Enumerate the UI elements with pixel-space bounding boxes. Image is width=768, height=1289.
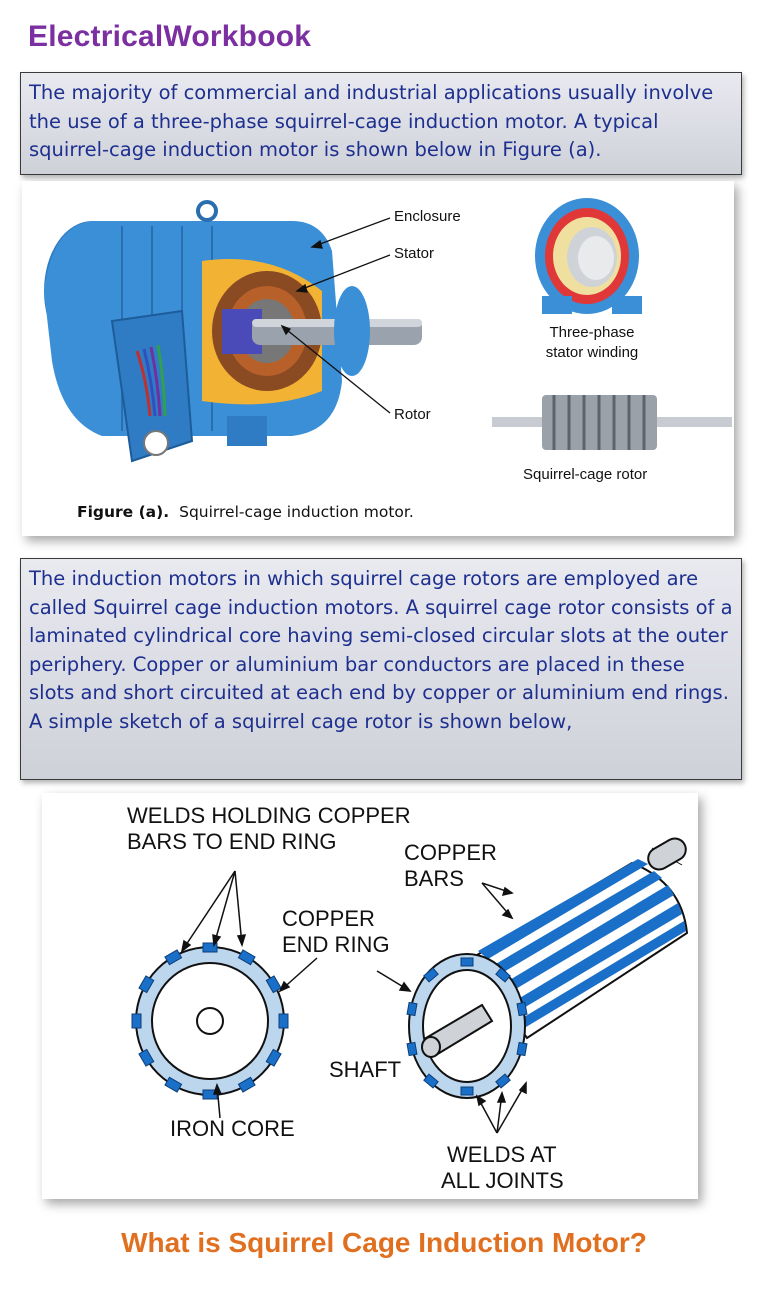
- label-welds-holding-1: WELDS HOLDING COPPER: [127, 803, 411, 828]
- brand-logo-text: ElectricalWorkbook: [28, 20, 312, 53]
- label-enclosure: Enclosure: [394, 208, 461, 225]
- label-welds-at-1: WELDS AT: [447, 1142, 557, 1167]
- label-squirrel-cage-rotor: Squirrel-cage rotor: [523, 466, 648, 483]
- caption-text: Squirrel-cage induction motor.: [179, 503, 414, 521]
- label-copper-end-ring-2: END RING: [282, 932, 390, 957]
- description-text-box: The induction motors in which squirrel c…: [20, 558, 742, 780]
- label-stator-winding-1: Three-phase: [549, 324, 635, 341]
- label-rotor: Rotor: [394, 406, 431, 423]
- label-copper-bars-1: COPPER: [404, 840, 497, 865]
- footer-title: What is Squirrel Cage Induction Motor?: [121, 1227, 647, 1258]
- label-welds-holding-2: BARS TO END RING: [127, 829, 337, 854]
- squirrel-cage-diagram: [131, 837, 689, 1134]
- rotor-drawing: [492, 395, 732, 450]
- label-iron-core: IRON CORE: [170, 1116, 295, 1141]
- label-copper-end-ring-1: COPPER: [282, 906, 375, 931]
- caption-bold: Figure (a).: [77, 503, 170, 521]
- stator-winding-drawing: [535, 198, 642, 314]
- label-stator: Stator: [394, 245, 435, 262]
- motor-illustration: [44, 198, 732, 463]
- figure-a-caption: Figure (a). Squirrel-cage induction motor…: [77, 503, 414, 521]
- figure-a-panel: Enclosure Stator Rotor Three-phase stato…: [22, 181, 734, 536]
- intro-text-box: The majority of commercial and industria…: [20, 72, 742, 175]
- motor-cutaway-drawing: [44, 200, 422, 463]
- squirrel-cage-diagram-panel: WELDS HOLDING COPPER BARS TO END RING CO…: [42, 793, 698, 1199]
- label-shaft: SHAFT: [329, 1057, 402, 1082]
- label-stator-winding-2: stator winding: [545, 344, 639, 361]
- end-ring-drawing: [131, 942, 289, 1100]
- label-welds-at-2: ALL JOINTS: [441, 1168, 564, 1193]
- label-copper-bars-2: BARS: [404, 866, 464, 891]
- rotor-cylinder-drawing: [406, 837, 689, 1099]
